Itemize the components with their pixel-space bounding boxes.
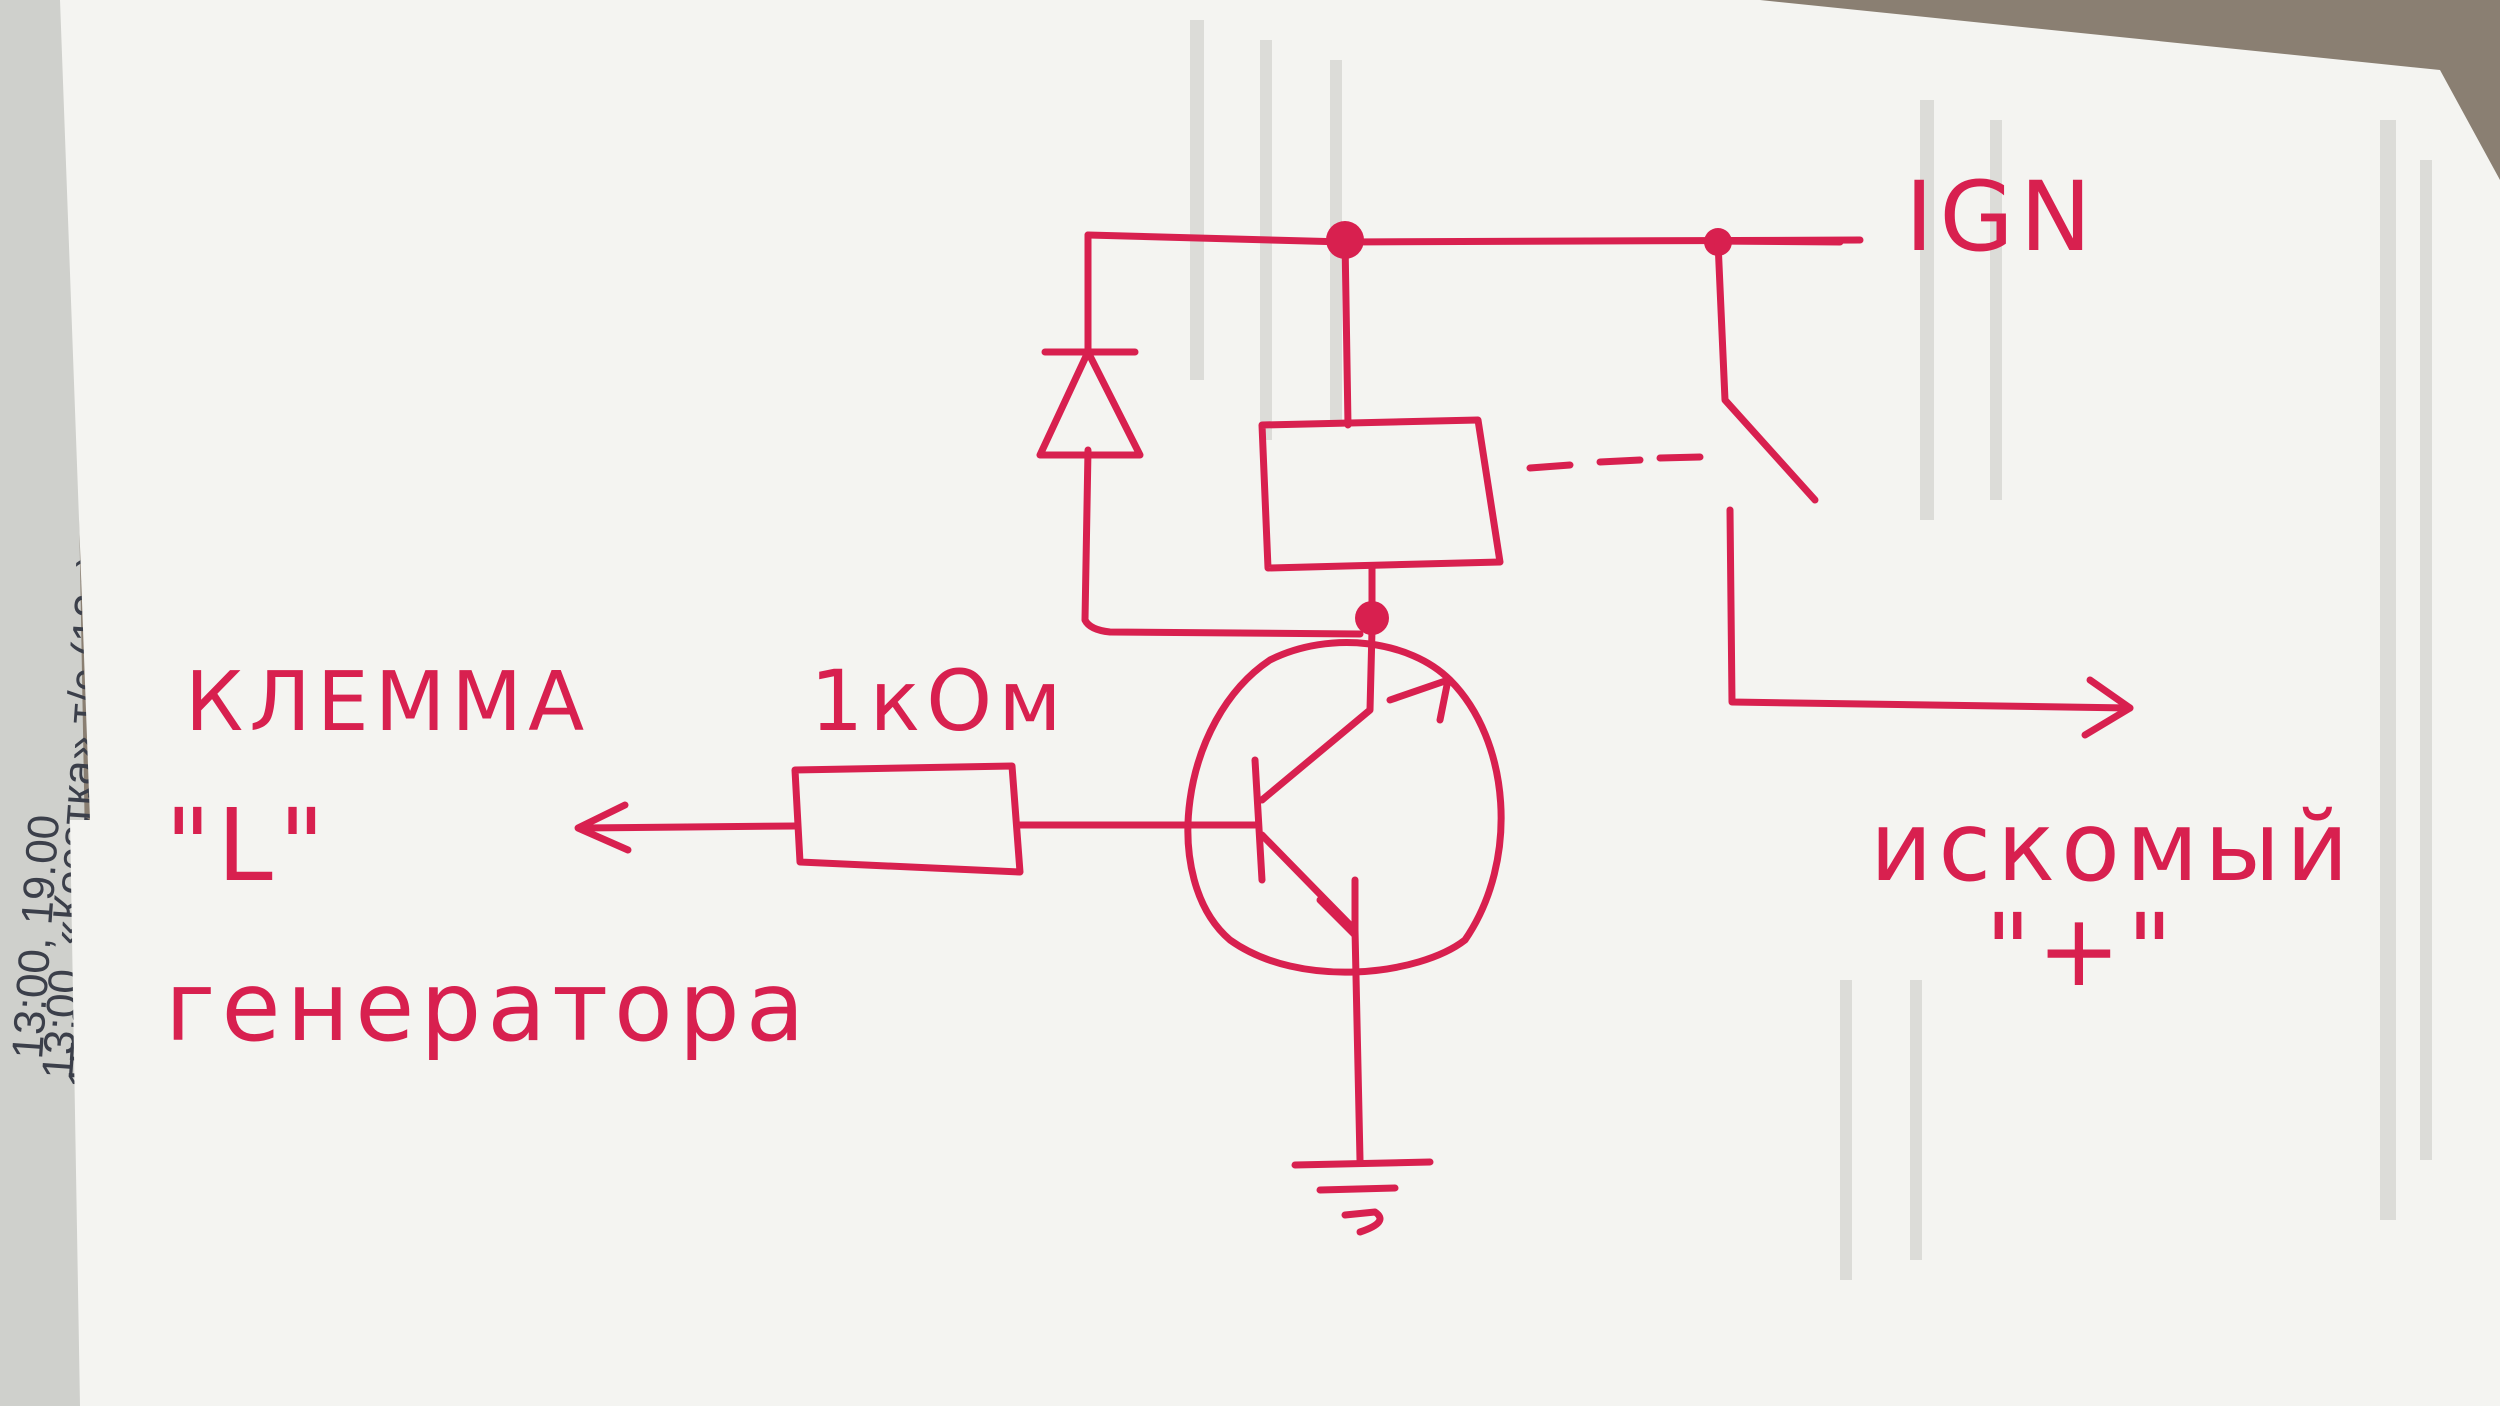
input-wire xyxy=(576,822,799,832)
ign-label: IGN xyxy=(1905,161,2098,273)
resistor-label: 1кОм xyxy=(810,652,1068,750)
paper-sheet xyxy=(60,0,2500,1406)
resistor-symbol xyxy=(791,762,1024,876)
output-arrow-icon xyxy=(2081,676,2134,739)
paper-show-through xyxy=(1190,20,2432,1280)
terminal-label-line2: "L" xyxy=(165,787,331,904)
relay-coil-symbol xyxy=(1258,416,1504,572)
output-label-line1: искомый xyxy=(1870,791,2355,903)
npn-transistor-symbol xyxy=(1184,626,1505,1164)
collector-junction-dot xyxy=(1355,601,1389,635)
flyback-diode xyxy=(1036,348,1144,459)
diode-branch-wire xyxy=(1081,231,1364,638)
circuit xyxy=(574,221,2134,1236)
relay-contact-switch xyxy=(1714,238,1819,504)
relay-link-dashed xyxy=(1526,453,1704,472)
output-wire xyxy=(1726,506,2134,712)
coil-top-wire xyxy=(1341,236,1352,429)
ground-icon xyxy=(1291,1158,1434,1236)
terminal-label-line1: КЛЕММА xyxy=(185,655,590,750)
output-label-line2: "+" xyxy=(1985,892,2179,1009)
terminal-label-line3: генератора xyxy=(165,951,811,1063)
input-arrow-icon xyxy=(574,801,632,854)
